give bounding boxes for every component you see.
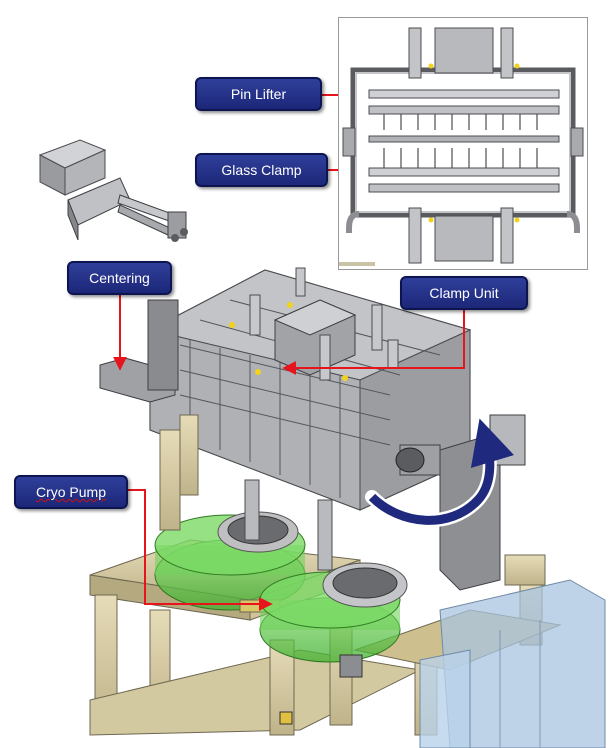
arrow-cryo-pump [128, 489, 273, 611]
label-centering-text: Centering [89, 270, 150, 286]
label-clamp-unit: Clamp Unit [400, 276, 528, 310]
top-view-drawing [339, 18, 587, 269]
chamber-assembly [99, 267, 526, 591]
label-pin-lifter: Pin Lifter [195, 77, 322, 111]
arrow-clamp-unit [282, 310, 465, 375]
label-cryo-pump: Cryo Pump [14, 475, 128, 509]
label-glass-clamp: Glass Clamp [195, 153, 328, 187]
rotation-arrow-body [368, 418, 515, 525]
cryo-pump-right [259, 562, 408, 678]
blue-enclosure [419, 579, 606, 748]
label-glass-clamp-text: Glass Clamp [221, 162, 302, 178]
label-centering: Centering [67, 261, 172, 295]
centering-module-detail [38, 139, 188, 242]
label-pin-lifter-text: Pin Lifter [230, 86, 287, 102]
label-cryo-pump-text: Cryo Pump [35, 484, 107, 500]
label-clamp-unit-text: Clamp Unit [429, 285, 499, 301]
top-view-inset [338, 17, 588, 270]
